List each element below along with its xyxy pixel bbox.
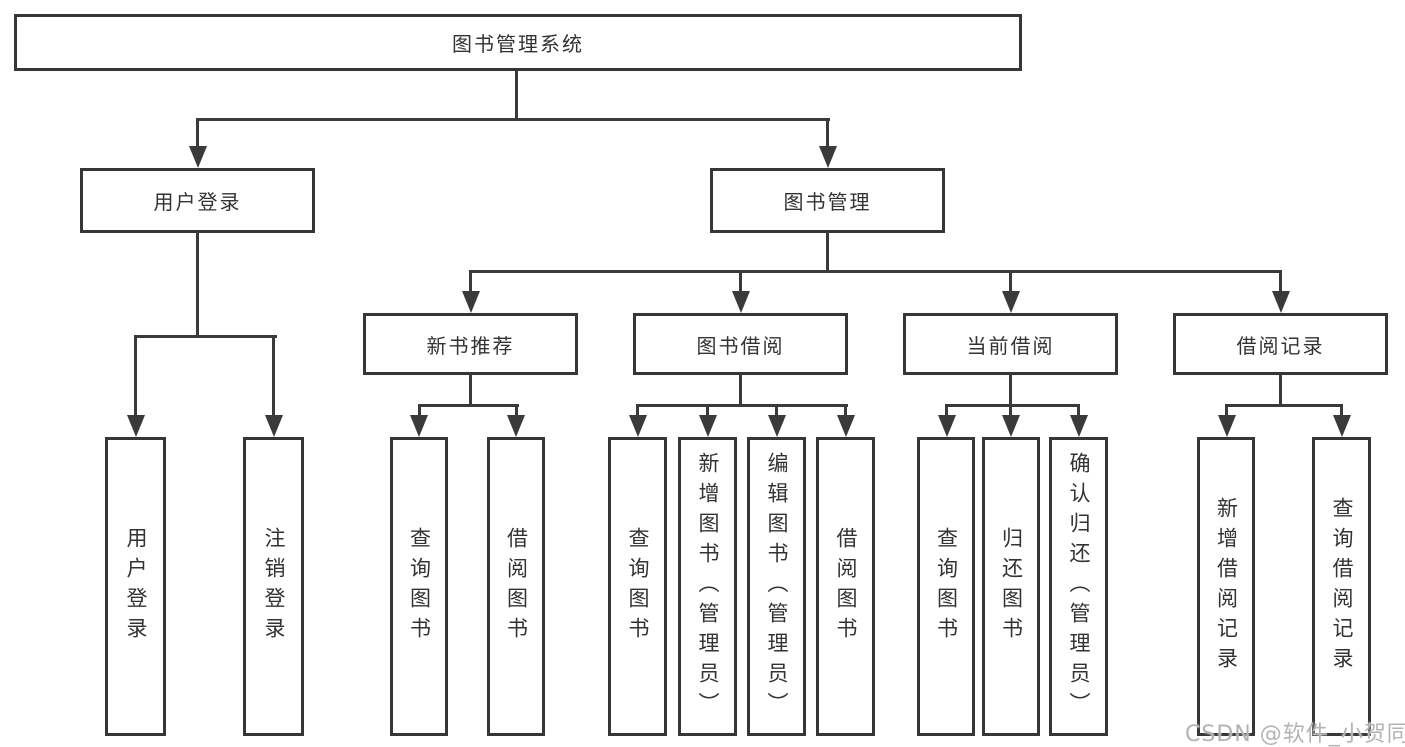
node-current-borrow: 当前借阅 — [903, 313, 1118, 375]
leaf-borrow-book-1: 借阅图书 — [487, 437, 545, 736]
connector-to-book-borrow — [739, 270, 742, 294]
leaf-edit-book-admin: 编辑图书（管理员） — [747, 437, 806, 736]
leaf-query-borrow-record-label: 查询借阅记录 — [1330, 496, 1354, 677]
node-new-book-label: 新书推荐 — [426, 333, 515, 358]
node-book-mgmt: 图书管理 — [710, 168, 945, 233]
arrow-down-icon — [462, 291, 480, 313]
arrow-down-icon — [1070, 415, 1088, 437]
arrow-down-icon — [768, 415, 786, 437]
leaf-add-book-admin-label: 新增图书（管理员） — [696, 451, 720, 722]
leaf-return-book: 归还图书 — [982, 437, 1040, 736]
connector-root-stem — [515, 70, 518, 120]
connector-root-bus — [196, 118, 830, 121]
arrow-down-icon — [732, 291, 750, 313]
arrow-down-icon — [410, 415, 428, 437]
arrow-down-icon — [1333, 415, 1351, 437]
node-borrow-record: 借阅记录 — [1173, 313, 1388, 375]
leaf-user-login-label: 用户登录 — [124, 526, 148, 647]
connector-to-user-login — [196, 118, 199, 148]
arrow-down-icon — [837, 415, 855, 437]
connector-user-login-bus — [134, 335, 277, 338]
connector-leaf — [515, 404, 518, 418]
node-user-login-label: 用户登录 — [153, 190, 242, 214]
node-new-book: 新书推荐 — [363, 313, 578, 375]
connector-leaf — [1009, 404, 1012, 418]
connector-to-current-borrow — [1009, 270, 1012, 294]
node-root: 图书管理系统 — [14, 14, 1022, 71]
csdn-watermark: CSDN @软件_小贺同学 — [1185, 722, 1405, 747]
arrow-down-icon — [938, 415, 956, 437]
leaf-query-book-1-label: 查询图书 — [407, 526, 432, 647]
connector-book-mgmt-stem — [826, 232, 829, 273]
leaf-add-book-admin: 新增图书（管理员） — [678, 437, 737, 736]
connector-borrow-record-stem — [1279, 373, 1282, 407]
node-user-login: 用户登录 — [80, 168, 315, 233]
connector-to-borrow-record — [1279, 270, 1282, 294]
arrow-down-icon — [1218, 415, 1236, 437]
leaf-edit-book-admin-label: 编辑图书（管理员） — [765, 451, 789, 722]
connector-leaf — [706, 404, 709, 418]
arrow-down-icon — [1272, 291, 1290, 313]
leaf-add-borrow-record: 新增借阅记录 — [1197, 437, 1255, 736]
arrow-down-icon — [699, 415, 717, 437]
arrow-down-icon — [1002, 291, 1020, 313]
arrow-down-icon — [629, 415, 647, 437]
node-book-borrow: 图书借阅 — [633, 313, 848, 375]
connector-new-book-bus — [418, 404, 519, 407]
connector-to-logout-leaf — [272, 335, 275, 416]
arrow-down-icon — [189, 146, 207, 168]
connector-to-login-leaf — [134, 335, 137, 416]
leaf-query-book-2-label: 查询图书 — [626, 526, 650, 647]
arrow-down-icon — [507, 415, 525, 437]
node-book-borrow-label: 图书借阅 — [696, 333, 785, 358]
node-current-borrow-label: 当前借阅 — [966, 333, 1055, 358]
leaf-query-book-2: 查询图书 — [608, 437, 667, 736]
leaf-query-book-3: 查询图书 — [917, 437, 975, 736]
connector-new-book-stem — [469, 373, 472, 407]
connector-leaf — [1225, 404, 1228, 418]
connector-leaf — [636, 404, 639, 418]
connector-leaf — [945, 404, 948, 418]
connector-leaf — [1077, 404, 1080, 418]
arrow-down-icon — [1002, 415, 1020, 437]
leaf-confirm-return-admin: 确认归还（管理员） — [1049, 437, 1108, 736]
connector-current-borrow-stem — [1009, 373, 1012, 407]
node-borrow-record-label: 借阅记录 — [1236, 333, 1325, 358]
connector-leaf — [418, 404, 421, 418]
connector-to-new-book — [469, 270, 472, 294]
arrow-down-icon — [265, 415, 283, 437]
leaf-query-borrow-record: 查询借阅记录 — [1312, 437, 1371, 736]
connector-borrow-record-bus — [1225, 404, 1343, 407]
leaf-user-login: 用户登录 — [105, 437, 166, 736]
connector-leaf — [844, 404, 847, 418]
leaf-borrow-book-1-label: 借阅图书 — [504, 526, 529, 647]
leaf-borrow-book-2-label: 借阅图书 — [834, 526, 858, 647]
connector-current-borrow-bus — [945, 404, 1080, 407]
leaf-logout-label: 注销登录 — [262, 526, 286, 647]
leaf-borrow-book-2: 借阅图书 — [816, 437, 875, 736]
connector-book-mgmt-bus — [469, 270, 1282, 273]
node-root-label: 图书管理系统 — [452, 32, 584, 56]
leaf-query-book-3-label: 查询图书 — [934, 526, 959, 647]
connector-leaf — [1340, 404, 1343, 418]
connector-user-login-stem — [196, 232, 199, 338]
leaf-return-book-label: 归还图书 — [999, 526, 1024, 647]
arrow-down-icon — [819, 146, 837, 168]
leaf-query-book-1: 查询图书 — [390, 437, 448, 736]
connector-book-borrow-stem — [739, 373, 742, 407]
connector-to-book-mgmt — [826, 118, 829, 148]
connector-leaf — [775, 404, 778, 418]
connector-book-borrow-bus — [636, 404, 848, 407]
leaf-add-borrow-record-label: 新增借阅记录 — [1214, 496, 1239, 677]
leaf-confirm-return-admin-label: 确认归还（管理员） — [1067, 451, 1091, 722]
node-book-mgmt-label: 图书管理 — [783, 190, 872, 214]
arrow-down-icon — [127, 415, 145, 437]
leaf-logout: 注销登录 — [243, 437, 304, 736]
